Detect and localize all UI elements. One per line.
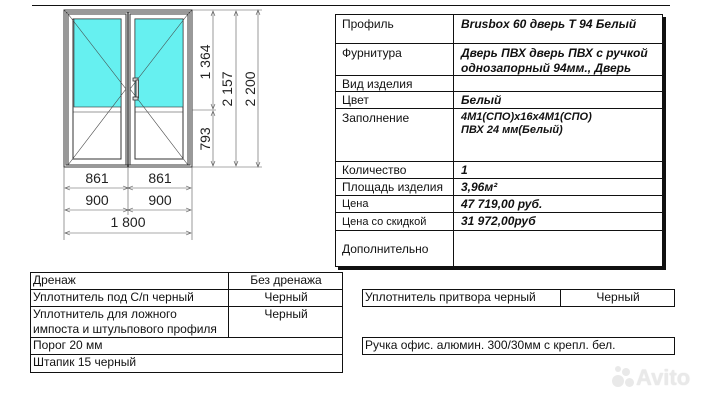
spec-value-line1: Дверь ПВХ дверь ПВХ с ручкой [461,46,648,60]
handle-box: Ручка офис. алюмин. 300/30мм с крепл. бе… [362,337,675,355]
spec-row-discount-price: Цена со скидкой 31 972,00руб [336,213,662,231]
spec-value-line1: 4М1(СПО)х16х4М1(СПО) [461,111,592,123]
accessory-label: Штапик 15 черный [33,355,137,369]
spec-label: Площадь изделия [342,180,443,194]
handle-label: Ручка офис. алюмин. 300/30мм с крепл. бе… [365,338,616,352]
dim-leaf-width-left: 900 [85,192,109,208]
spec-value-line2: ПВХ 24 мм(Белый) [461,124,563,136]
spec-table: Профиль Brusbox 60 дверь Т 94 Белый Фурн… [335,14,663,267]
header-rule [32,5,670,6]
avito-text: Avito [636,365,691,390]
accessory-value: Без дренажа [250,273,322,287]
column-divider [228,273,229,289]
sash-seal-box: Уплотнитель притвора черный Черный [362,289,675,307]
spec-value: 31 972,00руб [461,214,536,228]
accessory-label: Уплотнитель под С/п черный [33,290,194,304]
spec-value: Brusbox 60 дверь Т 94 Белый [461,17,637,31]
dim-total-height: 2 200 [242,71,258,106]
door-drawing: 1 364 793 2 157 2 200 861 861 900 900 1 … [63,9,262,240]
spec-row-additional: Дополнительно [336,231,662,266]
dim-sash-height: 2 157 [219,71,235,106]
accessory-label: Порог 20 мм [33,338,103,352]
sash-seal-label: Уплотнитель притвора черный [365,290,536,304]
spec-label: Количество [342,163,407,177]
column-divider [560,290,561,306]
spec-label: Фурнитура [342,46,402,60]
spec-row-glazing: Заполнение 4М1(СПО)х16х4М1(СПО)ПВХ 24 мм… [336,109,662,162]
spec-label: Цена [342,198,369,210]
spec-value: 3,96м² [461,180,498,194]
accessory-row-threshold: Порог 20 мм [31,338,342,355]
dim-leaf-width-right: 900 [148,192,172,208]
dim-lower-height: 793 [197,127,213,151]
sash-seal-value: Черный [596,290,640,304]
spec-label: Профиль [342,17,394,31]
spec-value-line2: однозапорный 94мм., Дверь [461,61,632,75]
spec-row-product-type: Вид изделия [336,76,662,92]
spec-row-profile: Профиль Brusbox 60 дверь Т 94 Белый [336,15,662,44]
spec-value: 4М1(СПО)х16х4М1(СПО)ПВХ 24 мм(Белый) [461,111,661,137]
dim-upper-height: 1 364 [197,44,213,79]
door-handle [132,77,139,101]
dim-total-width: 1 800 [110,214,145,230]
spec-label: Вид изделия [342,77,413,91]
accessory-label: Дренаж [33,273,76,287]
accessory-value: Черный [264,307,308,321]
glass-right [134,18,184,108]
avito-watermark: Avito [612,365,690,391]
glass-left [73,18,122,108]
accessory-label-line2: импоста и штульпового профиля [33,322,217,336]
accessory-row-seal: Уплотнитель под С/п черный Черный [31,290,342,307]
spec-label: Цена со скидкой [342,216,427,228]
spec-label: Заполнение [342,111,410,125]
accessory-value: Черный [264,290,308,304]
spec-label: Цвет [342,93,369,107]
accessory-row-drainage: Дренаж Без дренажа [31,273,342,290]
column-divider [228,307,229,337]
spec-value: 1 [461,163,468,177]
spec-row-area: Площадь изделия 3,96м² [336,179,662,196]
spec-value: 47 719,00 руб. [461,197,543,211]
spec-label: Дополнительно [342,242,429,256]
spec-row-quantity: Количество 1 [336,162,662,179]
spec-row-color: Цвет Белый [336,92,662,109]
dim-sash-width-right: 861 [148,170,172,186]
accessory-row-bead: Штапик 15 черный [31,355,342,372]
dim-sash-width-left: 861 [85,170,109,186]
column-divider [228,290,229,306]
accessories-table: Дренаж Без дренажа Уплотнитель под С/п ч… [30,272,343,373]
column-divider [453,15,454,266]
spec-value: Белый [461,93,502,107]
spec-row-price: Цена 47 719,00 руб. [336,196,662,213]
accessory-label-line1: Уплотнитель для ложного [33,307,177,321]
avito-logo-icon [612,366,634,388]
